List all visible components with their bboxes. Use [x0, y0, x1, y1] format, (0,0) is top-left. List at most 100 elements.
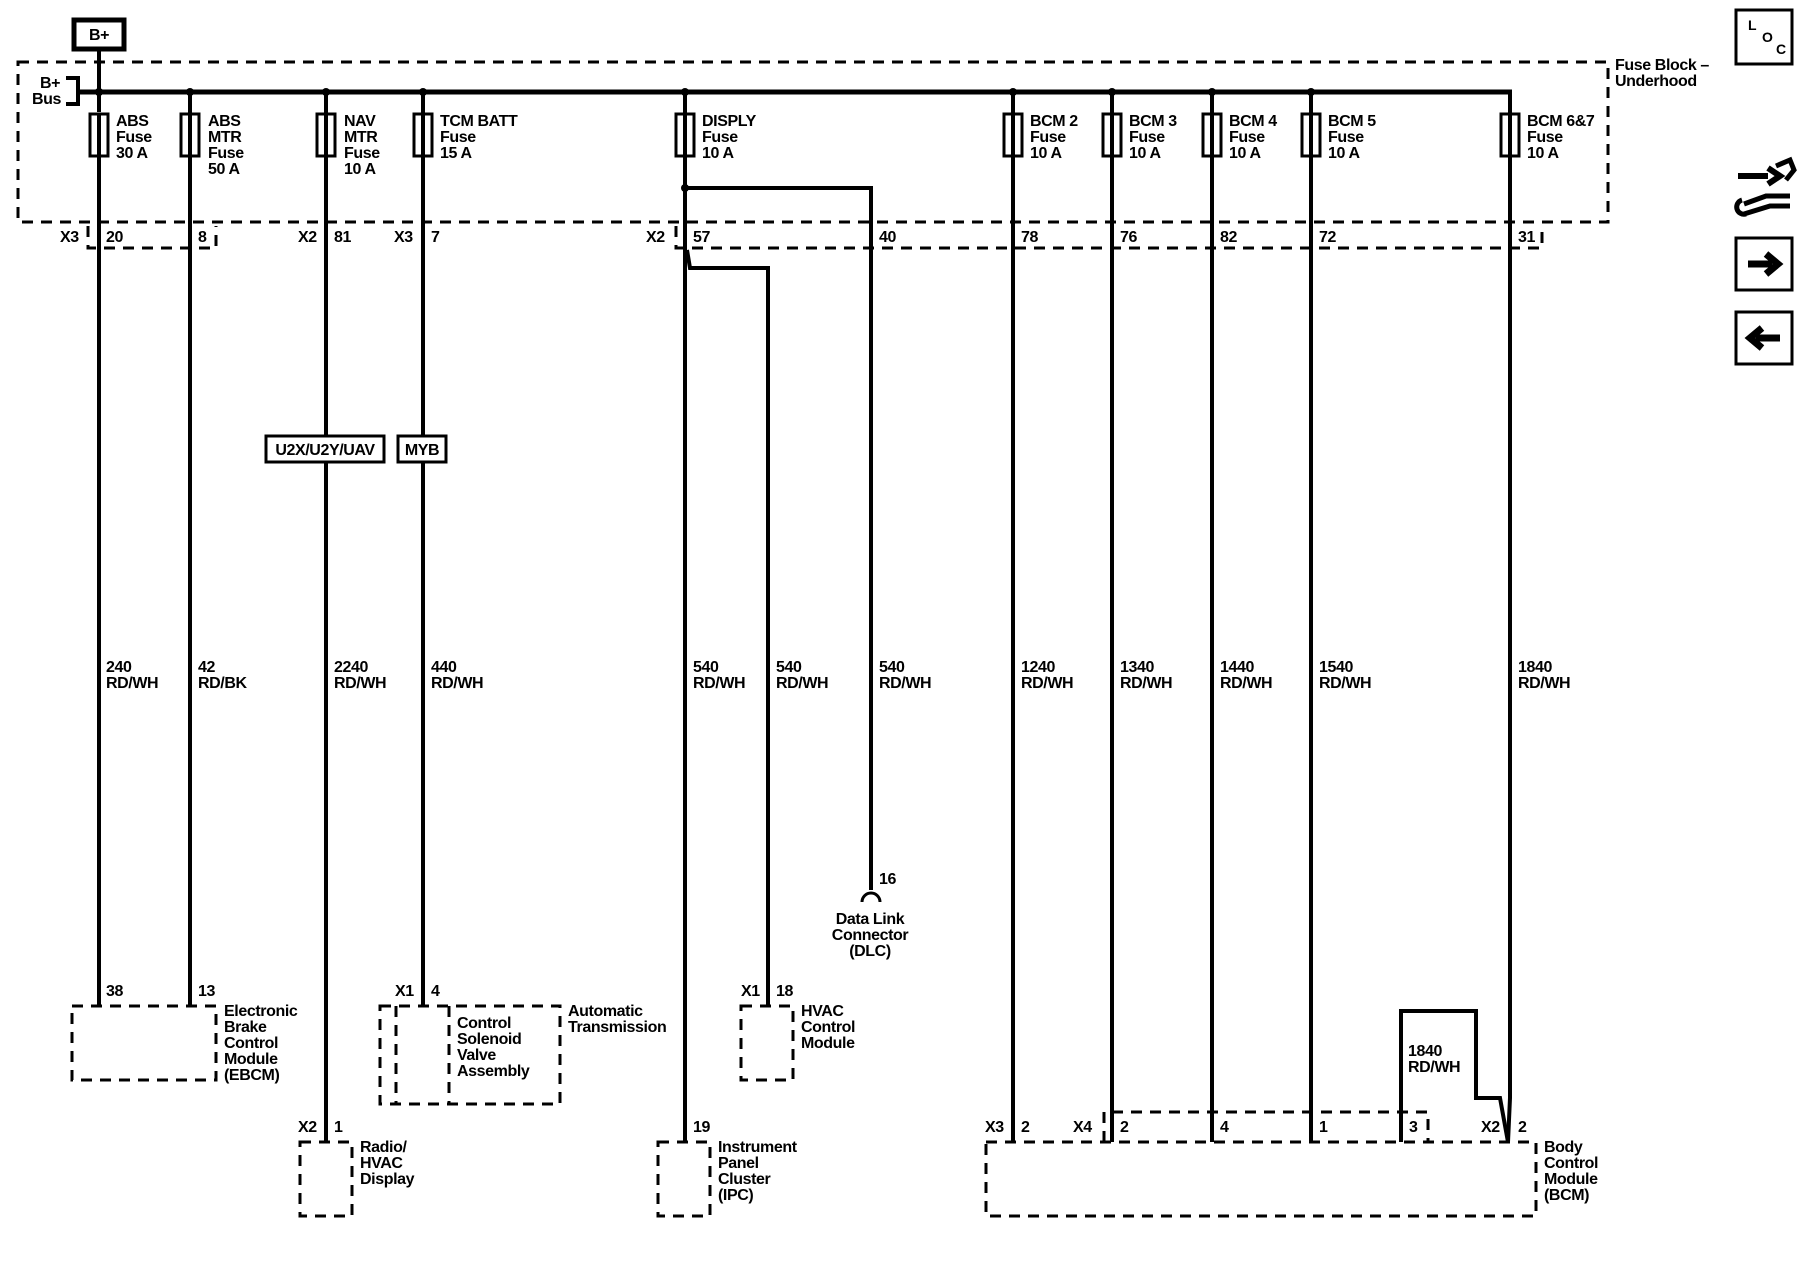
label: Control [801, 1019, 855, 1036]
label: 31 [1518, 229, 1535, 246]
label: Assembly [457, 1063, 530, 1080]
radio-hvac-display: X2 1 Radio/ HVAC Display [298, 1119, 415, 1218]
label: RD/WH [1408, 1059, 1460, 1076]
label: 3 [1409, 1119, 1418, 1136]
label: Radio/ [360, 1139, 407, 1156]
label: ABS [116, 113, 149, 130]
label: 72 [1319, 229, 1336, 246]
label: 19 [693, 1119, 710, 1136]
label: 76 [1120, 229, 1137, 246]
label: Fuse [344, 145, 380, 162]
label: Fuse [1229, 129, 1265, 146]
label: Module [224, 1051, 278, 1068]
label: BCM 4 [1229, 113, 1277, 130]
wire-1240: 1240 RD/WH [1011, 156, 1074, 1142]
fuse-block-connector-strip [86, 226, 1544, 250]
label: Connector [832, 927, 909, 944]
back-arrow-button[interactable] [1734, 310, 1794, 366]
label: U2X/U2Y/UAV [275, 442, 375, 459]
label: RD/WH [879, 675, 931, 692]
label: (IPC) [718, 1187, 753, 1204]
label: 16 [879, 871, 896, 888]
label: 10 A [702, 145, 734, 162]
label: Fuse [208, 145, 244, 162]
label: 18 [776, 983, 793, 1000]
label: HVAC [360, 1155, 403, 1172]
label: Control [1544, 1155, 1598, 1172]
label: RD/WH [106, 675, 158, 692]
label: Module [1544, 1171, 1598, 1188]
loc-button[interactable]: L O C [1734, 8, 1794, 66]
label: 1840 [1408, 1043, 1442, 1060]
label: 57 [693, 229, 710, 246]
label: RD/WH [693, 675, 745, 692]
label: 2 [1021, 1119, 1030, 1136]
label: Display [360, 1171, 415, 1188]
hvac-control-module: X1 18 HVAC Control Module [739, 983, 855, 1082]
label: Body [1544, 1139, 1583, 1156]
label: 82 [1220, 229, 1237, 246]
label: X4 [1073, 1119, 1092, 1136]
label: Instrument [718, 1139, 798, 1156]
label: X2 [298, 1119, 317, 1136]
label: 20 [106, 229, 123, 246]
fuse-abs: ABS Fuse 30 A [88, 88, 153, 162]
label: 1240 [1021, 659, 1055, 676]
fuse-block-label-line2: Underhood [1615, 73, 1697, 90]
wire-1840: 1840 RD/WH [1506, 156, 1571, 1143]
label: C [1776, 41, 1786, 57]
ebcm-module: 38 13 Electronic Brake Control Module (E… [70, 983, 298, 1084]
label: 15 A [440, 145, 472, 162]
label: Cluster [718, 1171, 770, 1188]
label: BCM 2 [1030, 113, 1078, 130]
option-trans-box: MYB [396, 434, 448, 464]
label: Brake [224, 1019, 267, 1036]
label: Automatic [568, 1003, 643, 1020]
label: Fuse [1129, 129, 1165, 146]
label: Solenoid [457, 1031, 521, 1048]
label: (EBCM) [224, 1067, 279, 1084]
fuse-disply: DISPLY Fuse 10 A [674, 88, 757, 162]
label: RD/WH [1120, 675, 1172, 692]
label: 30 A [116, 145, 148, 162]
wire-540-hvac: 540 RD/WH [685, 249, 829, 1006]
label: 10 A [1229, 145, 1261, 162]
label: L [1748, 17, 1757, 33]
connector-wrench-icon[interactable] [1734, 156, 1797, 217]
instrument-panel-cluster: 19 Instrument Panel Cluster (IPC) [656, 1119, 798, 1218]
label: 81 [334, 229, 351, 246]
bplus-label: B+ [89, 27, 109, 44]
label: 10 A [344, 161, 376, 178]
label: 10 A [1527, 145, 1559, 162]
fuse-bcm4: BCM 4 Fuse 10 A [1201, 88, 1278, 162]
label: Fuse [440, 129, 476, 146]
label: Fuse [116, 129, 152, 146]
label: 7 [431, 229, 440, 246]
label: BCM 6&7 [1527, 113, 1595, 130]
wire-1340: 1340 RD/WH [1110, 156, 1173, 1142]
body-control-module: X3 2 X4 2 4 1 3 X2 2 Body Control Module… [984, 1110, 1598, 1218]
label: Fuse [702, 129, 738, 146]
label: 4 [431, 983, 440, 1000]
label: 13 [198, 983, 215, 1000]
label: HVAC [801, 1003, 844, 1020]
label: 440 [431, 659, 457, 676]
label: 78 [1021, 229, 1038, 246]
label: DISPLY [702, 113, 757, 130]
fuse-nav-mtr: NAV MTR Fuse 10 A [315, 88, 381, 178]
label: Module [801, 1035, 855, 1052]
fuse-bcm5: BCM 5 Fuse 10 A [1300, 88, 1377, 162]
label: 40 [879, 229, 896, 246]
label: TCM BATT [440, 113, 518, 130]
option-radio-box: U2X/U2Y/UAV [264, 434, 386, 464]
label: X2 [1481, 1119, 1500, 1136]
next-arrow-button[interactable] [1734, 236, 1794, 292]
fuse-block: Fuse Block – Underhood B+ Bus [16, 57, 1710, 224]
label: X2 [298, 229, 317, 246]
label: MYB [405, 442, 439, 459]
label: Fuse [1328, 129, 1364, 146]
wire-440: 440 RD/WH [421, 156, 484, 1006]
label: BCM 5 [1328, 113, 1376, 130]
label: 42 [198, 659, 215, 676]
